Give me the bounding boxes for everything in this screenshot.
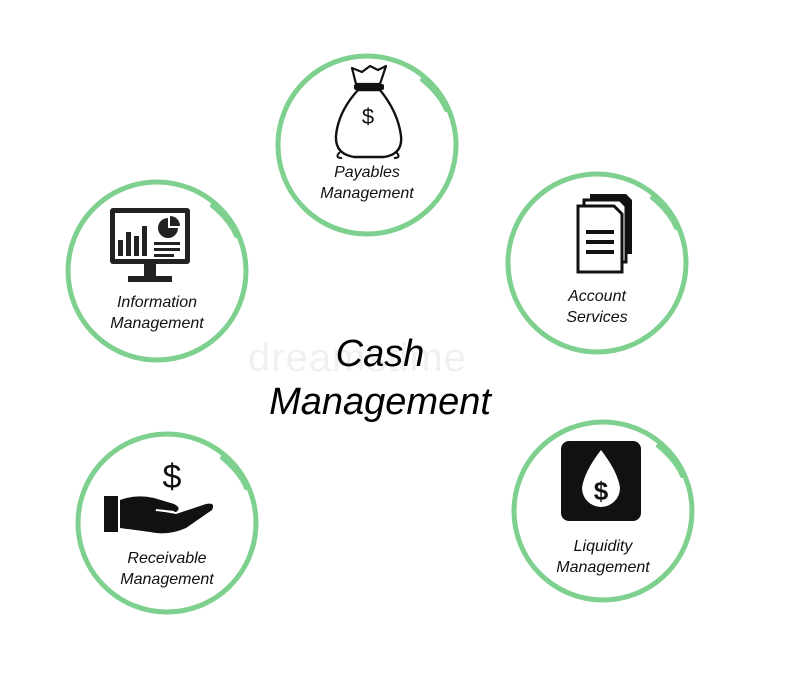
node-label: Liquidity Management xyxy=(508,536,698,578)
node-circle xyxy=(505,171,689,355)
node-liquidity: $ Liquidity Management xyxy=(508,416,698,606)
node-label: Information Management xyxy=(62,292,252,334)
svg-text:$: $ xyxy=(362,104,374,129)
node-label-line-1: Receivable xyxy=(127,550,207,567)
node-circle xyxy=(65,179,249,363)
node-account: Account Services xyxy=(502,168,692,358)
node-label-line-2: Management xyxy=(556,559,650,576)
node-label-line-2: Management xyxy=(320,185,414,202)
hand-dollar-icon: $ xyxy=(104,458,214,534)
title-line-1: Cash xyxy=(335,333,425,375)
watermark: dreamstime xyxy=(248,336,467,380)
node-label-line-1: Account xyxy=(568,288,626,305)
node-payables: $ Payables Management xyxy=(272,50,462,240)
node-receivable: $ Receivable Management xyxy=(72,428,262,618)
svg-text:$: $ xyxy=(594,476,609,506)
node-label-line-1: Liquidity xyxy=(573,538,633,555)
node-label-line-1: Information xyxy=(116,294,198,311)
node-label: Payables Management xyxy=(272,162,462,204)
node-information: Information Management xyxy=(62,176,252,366)
node-label-line-2: Services xyxy=(566,309,628,326)
drop-dollar-icon: $ xyxy=(561,441,641,521)
node-label-line-2: Management xyxy=(110,315,204,332)
money-bag-icon: $ xyxy=(334,64,403,159)
node-circle xyxy=(75,431,259,615)
node-label-line-1: Payables xyxy=(334,164,400,181)
node-circle xyxy=(511,419,695,603)
svg-text:$: $ xyxy=(163,458,182,496)
title-line-2: Management xyxy=(269,381,491,423)
monitor-chart-icon xyxy=(110,208,190,282)
node-label: Account Services xyxy=(502,286,692,328)
node-label: Receivable Management xyxy=(72,548,262,590)
diagram-title: Cash Management xyxy=(220,330,540,426)
documents-icon xyxy=(576,194,632,274)
node-label-line-2: Management xyxy=(120,571,214,588)
node-circle xyxy=(275,53,459,237)
